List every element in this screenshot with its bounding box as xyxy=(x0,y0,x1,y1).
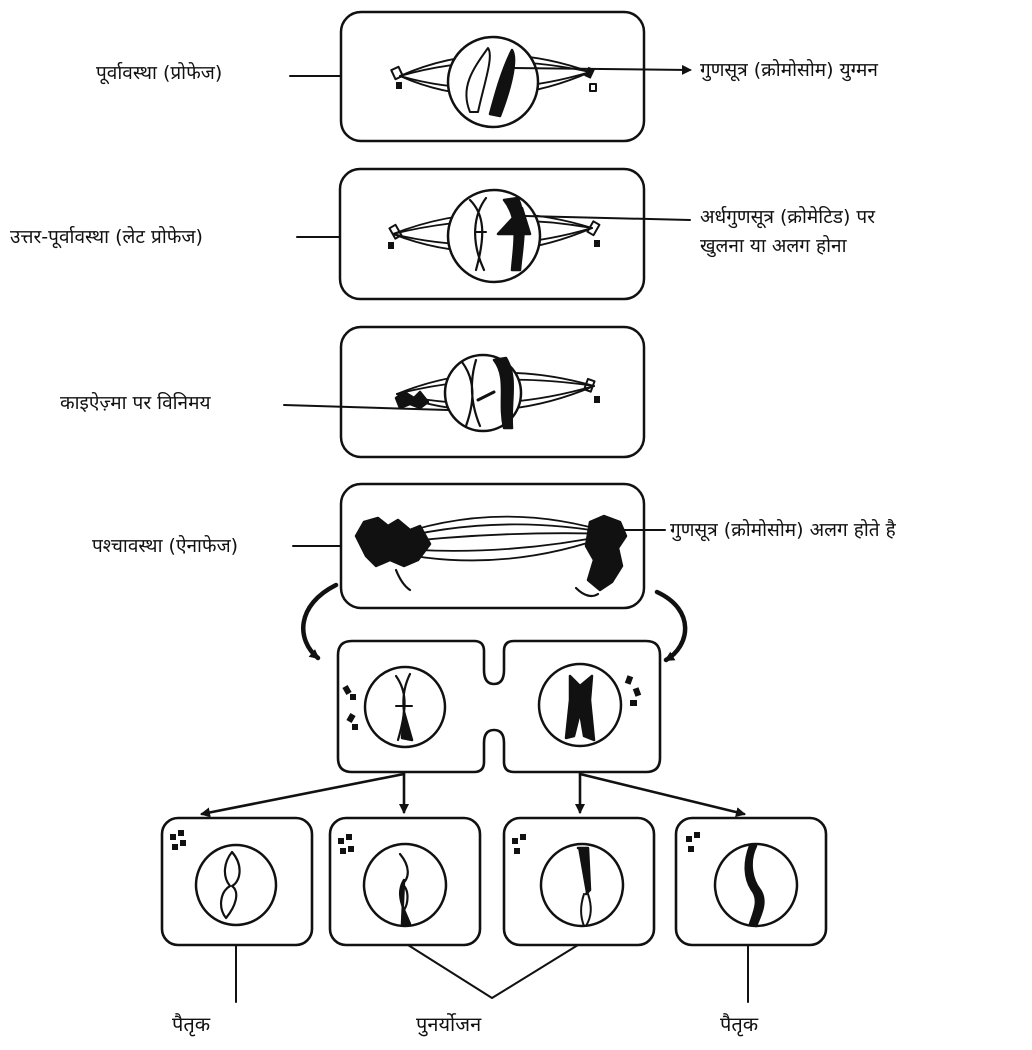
chromatid-pointer xyxy=(524,215,691,221)
label-chromosome-pairing: गुणसूत्र (क्रोमोसोम) युग्मन xyxy=(700,59,878,81)
division-arrow-right xyxy=(654,589,688,663)
daughter-chromosome-right xyxy=(564,674,596,742)
label-recombination: पुनर्योजन xyxy=(416,1012,482,1036)
label-parental-left: पैतृक xyxy=(172,1012,211,1036)
centriole-marks-left xyxy=(342,685,358,730)
gamete-recombinant-right xyxy=(502,816,656,947)
label-parental-right: पैतृक xyxy=(720,1012,759,1036)
gamete-parental-left xyxy=(160,816,314,947)
paired-chromosomes xyxy=(465,47,516,118)
bottom-pointers xyxy=(235,944,749,1003)
daughter-chromosome-left xyxy=(394,672,414,742)
chromosomes-pole-left xyxy=(354,516,432,568)
late-prophase-cell xyxy=(338,167,646,301)
pairing-pointer xyxy=(511,64,692,75)
gamete-parental-right xyxy=(674,816,828,947)
label-prophase: पूर्वावस्था (प्रोफेज) xyxy=(96,62,223,84)
centriole-marks-right xyxy=(624,675,642,706)
label-anaphase: पश्चावस्था (ऐनाफेज) xyxy=(92,535,239,557)
chromosomes-pole-right xyxy=(584,514,628,592)
centriole-left xyxy=(390,65,404,81)
label-chromatid-opening-line2: खुलना या अलग होना xyxy=(700,235,847,257)
label-chromatid-opening-line1: अर्धगुणसूत्र (क्रोमेटिड) पर xyxy=(700,206,875,228)
label-chiasma-exchange: काइऐज़्मा पर विनिमय xyxy=(60,392,211,414)
opening-chromatids xyxy=(468,196,532,272)
anaphase-cell xyxy=(339,482,646,610)
division-arrow-left xyxy=(301,582,339,661)
label-late-prophase: उत्तर-पूर्वावस्था (लेट प्रोफेज) xyxy=(10,226,203,248)
chiasma-cell xyxy=(339,325,646,459)
label-chromosomes-separate: गुणसूत्र (क्रोमोसोम) अलग होते है xyxy=(670,519,896,541)
chiasma-chromosomes xyxy=(460,356,515,430)
chiasma-exchange-mark xyxy=(394,390,430,410)
dividing-cells xyxy=(336,639,662,774)
gamete-recombinant-left xyxy=(328,816,482,947)
gamete-arrows xyxy=(200,772,746,818)
prophase-cell xyxy=(339,10,646,143)
chiasma-pointer xyxy=(283,404,449,411)
